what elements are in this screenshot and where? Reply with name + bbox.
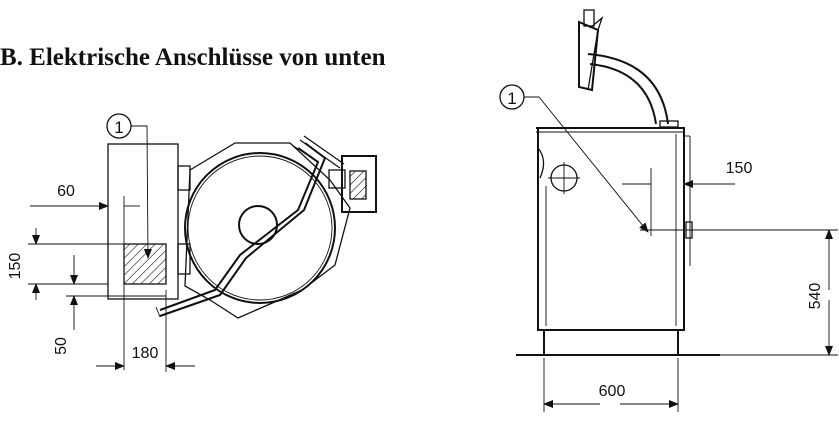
- side-cabinet: [536, 127, 685, 331]
- marker-label-1-side: 1: [507, 89, 516, 108]
- page-title: B. Elektrische Anschlüsse von unten: [0, 44, 386, 71]
- lid-handle: [578, 20, 600, 92]
- kettle-hub: [238, 205, 278, 245]
- dim-150-left: 150: [7, 253, 24, 280]
- dim-50: 50: [53, 337, 70, 355]
- dim-180: 180: [132, 345, 159, 362]
- top-view: 1 60 150 50 180: [7, 113, 377, 372]
- marker-leader-1-side: [524, 96, 649, 233]
- side-control-box: [341, 155, 377, 213]
- cabinet-outline: [107, 143, 179, 300]
- dim-600: 600: [599, 383, 626, 400]
- side-base: [543, 329, 679, 356]
- dim-60: 60: [57, 183, 75, 200]
- side-view: 1 150 540 600: [499, 9, 838, 412]
- dim-540: 540: [807, 283, 824, 310]
- marker-label-1: 1: [114, 118, 123, 137]
- marker-leader-1: [131, 125, 152, 259]
- connection-area-hatched: [123, 243, 167, 285]
- kettle-drum: [184, 152, 336, 304]
- dim-150-side: 150: [726, 160, 753, 177]
